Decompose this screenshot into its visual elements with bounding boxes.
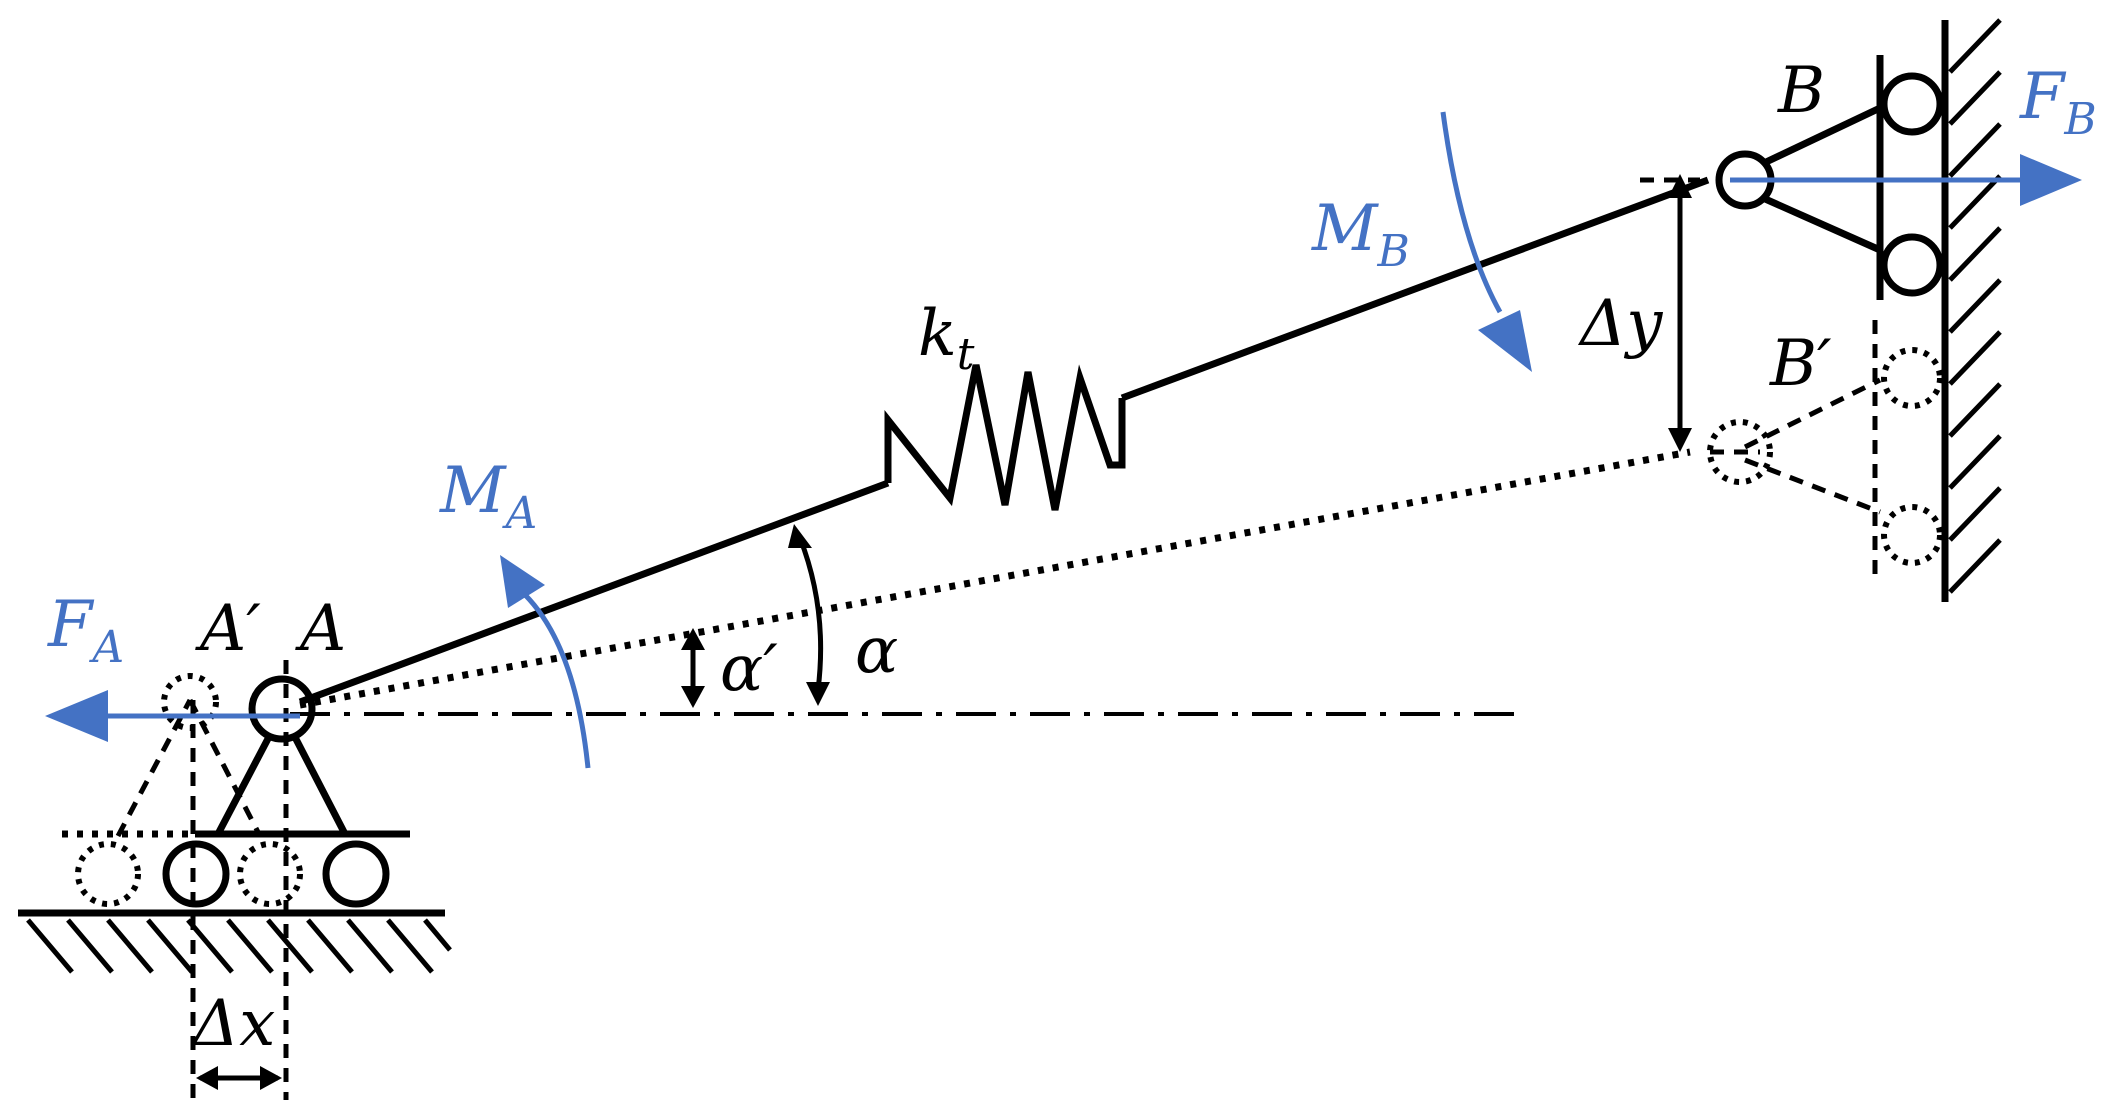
deformed-beam bbox=[299, 448, 1691, 709]
force-arrow-fb[interactable] bbox=[1730, 154, 2082, 206]
wall-hatching-b bbox=[1948, 18, 2002, 594]
label-fa: FA bbox=[47, 588, 124, 673]
force-arrow-fa[interactable] bbox=[45, 690, 300, 742]
label-alpha-prime: α′ bbox=[720, 632, 778, 706]
label-delta-x: Δx bbox=[190, 987, 275, 1061]
label-mb: MB bbox=[1311, 192, 1410, 277]
torsion-spring bbox=[884, 364, 1126, 511]
label-delta-y: Δy bbox=[1577, 287, 1663, 361]
angle-alpha-arrow bbox=[788, 524, 830, 706]
beam bbox=[298, 176, 1710, 706]
moment-arrow-mb[interactable] bbox=[1440, 111, 1532, 372]
label-b-prime: B′ bbox=[1769, 327, 1832, 401]
label-alpha: α bbox=[855, 614, 898, 688]
label-a: A bbox=[295, 592, 346, 666]
label-a-prime: A′ bbox=[195, 592, 261, 666]
label-b: B bbox=[1777, 54, 1825, 128]
label-kt: kt bbox=[918, 297, 975, 380]
deformed-support-a-prime bbox=[62, 673, 303, 907]
pin-a bbox=[248, 675, 316, 743]
label-ma: MA bbox=[439, 454, 537, 539]
angle-alpha-prime-arrow bbox=[681, 628, 705, 708]
delta-y-dimension bbox=[1640, 174, 1700, 452]
delta-x-dimension bbox=[196, 1066, 282, 1090]
ground-hatching-a bbox=[26, 918, 452, 974]
label-fb: FB bbox=[2019, 60, 2097, 145]
deformed-support-b-prime bbox=[1707, 320, 1943, 578]
ground-support-a bbox=[18, 909, 452, 974]
wall-b bbox=[1941, 18, 2002, 602]
moment-arrow-ma[interactable] bbox=[500, 555, 591, 769]
roller-support-a bbox=[162, 710, 410, 908]
